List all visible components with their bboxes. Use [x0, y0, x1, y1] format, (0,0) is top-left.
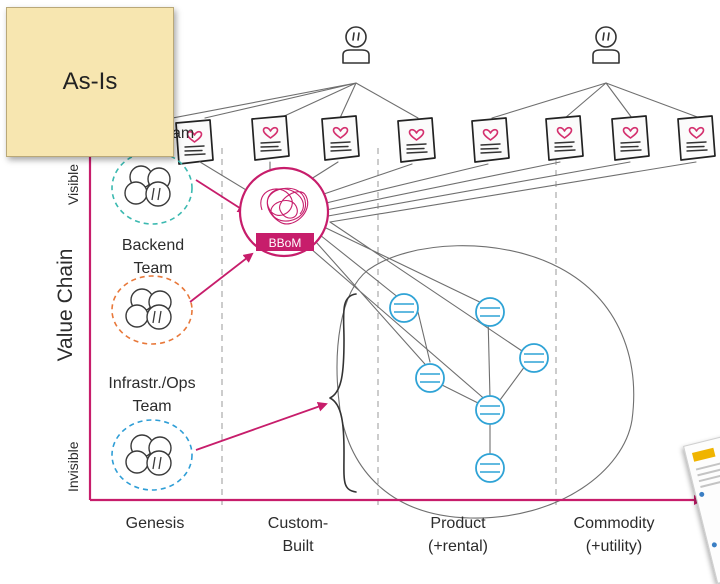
team-infra: [111, 419, 193, 491]
x-label-commodity-line2: (+utility): [586, 538, 642, 555]
service-icon: [475, 453, 505, 483]
need-doc-icon: [321, 115, 360, 161]
y-axis-top-label: Visible: [65, 164, 81, 205]
infra-team-label-line1: Infrastr./Ops: [108, 375, 195, 392]
need-doc-icon: [611, 115, 650, 161]
need-doc-icon: [545, 115, 584, 161]
need-doc-icon: [397, 117, 436, 163]
team-arrows: [189, 179, 328, 451]
service-icon: [475, 395, 505, 425]
frontend-team-label-fragment: am: [172, 125, 194, 142]
infra-team-label-line2: Team: [132, 398, 171, 415]
user-icon-left: [342, 26, 370, 64]
x-label-product-line1: Product: [430, 515, 486, 532]
y-axis-title: Value Chain: [54, 249, 77, 362]
service-links: [417, 311, 529, 455]
printout-bullet-dot: [698, 491, 705, 498]
user-icon-right: [592, 26, 620, 64]
service-icon: [415, 363, 445, 393]
x-label-genesis: Genesis: [126, 515, 185, 532]
team-frontend: [111, 151, 193, 225]
service-icons: [389, 293, 549, 483]
team-backend: [111, 275, 193, 345]
backend-team-label-line1: Backend: [122, 237, 184, 254]
user-needs-lines: [119, 82, 701, 129]
map-axes: [88, 120, 704, 505]
backend-team-label-line2: Team: [133, 260, 172, 277]
printout-header-block: [691, 447, 716, 462]
service-icon: [389, 293, 419, 323]
bbom-label: BBoM: [269, 236, 302, 250]
service-icon: [519, 343, 549, 373]
x-label-custom-line2: Built: [282, 538, 314, 555]
bbom-component: BBoM: [238, 166, 330, 258]
x-label-custom-line1: Custom-: [268, 515, 328, 532]
product-boundary: [336, 245, 635, 519]
y-axis-bottom-label: Invisible: [65, 441, 81, 492]
as-is-sticky-note: As-Is: [6, 7, 174, 157]
need-doc-icon: [677, 115, 716, 161]
need-doc-icon: [471, 117, 510, 163]
need-documents: [175, 115, 716, 165]
printout-bullet-dot: [711, 541, 718, 548]
sticky-note-label: As-Is: [62, 68, 118, 95]
x-axis-labels: Genesis Custom- Built Product (+rental) …: [126, 515, 655, 555]
bbom-to-service-lines: [309, 221, 529, 403]
wardley-map-diagram: BBoM am Backend Team Infrastr./Ops Team …: [54, 26, 716, 555]
x-label-product-line2: (+rental): [428, 538, 488, 555]
invisible-components-brace: [329, 293, 357, 493]
need-doc-icon: [251, 115, 290, 161]
service-icon: [475, 297, 505, 327]
x-label-commodity-line1: Commodity: [574, 515, 655, 532]
